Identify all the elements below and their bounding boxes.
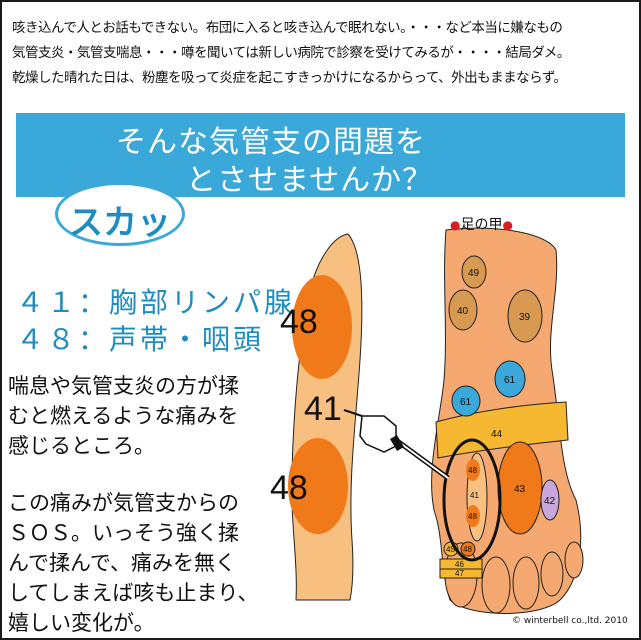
inner-label-48-bottom: 48 bbox=[270, 469, 308, 507]
label-61-right: 61 bbox=[504, 375, 516, 386]
toe-3 bbox=[512, 556, 540, 610]
intro-line-2: 気管支炎・気管支喘息・・・噂を聞いては新しい病院で診察を受けてみるが・・・・結局… bbox=[12, 45, 570, 61]
zone-48-a bbox=[466, 459, 480, 481]
zone-61-left bbox=[451, 385, 481, 417]
legend-item-41: ４１：胸部リンパ腺 bbox=[16, 286, 296, 319]
label-41: 41 bbox=[470, 491, 479, 500]
headline-line-1: そんな気管支の問題を bbox=[116, 125, 426, 160]
label-44: 44 bbox=[491, 429, 503, 440]
label-61-left: 61 bbox=[460, 397, 472, 408]
headline-line-2: とさせませんか？ bbox=[186, 163, 434, 198]
desc-line: この痛みが気管支からの bbox=[8, 491, 239, 515]
toe-2 bbox=[481, 556, 511, 614]
zone-48-c bbox=[460, 541, 476, 557]
label-42: 42 bbox=[544, 496, 556, 507]
desc-line: 嬉しい変化が。 bbox=[8, 611, 155, 635]
toe-5 bbox=[564, 541, 584, 579]
headline-banner: そんな気管支の問題を とさせませんか？ bbox=[16, 113, 625, 198]
red-dot-icon: ● bbox=[450, 218, 461, 232]
desc-line: 感じるところ。 bbox=[8, 434, 155, 458]
zone-49 bbox=[461, 255, 487, 289]
badge-text: スカッ bbox=[69, 203, 171, 243]
label-47: 47 bbox=[455, 569, 464, 578]
label-49: 49 bbox=[468, 268, 480, 279]
pointing-hand-icon bbox=[343, 409, 450, 481]
inner-zone-48-bottom bbox=[288, 438, 348, 534]
zone-40 bbox=[448, 289, 478, 331]
label-48-c: 48 bbox=[463, 545, 472, 554]
description-paragraph-1: 喘息や気管支炎の方が揉 むと燃えるような痛みを 感じるところ。 bbox=[8, 371, 298, 461]
sukatto-badge: スカッ bbox=[55, 182, 185, 246]
label-39: 39 bbox=[519, 312, 531, 323]
label-48-a: 48 bbox=[468, 466, 477, 475]
intro-text: 咳き込んで人とお話もできない。布団に入ると咳き込んで眠れない。・・・など本当に嫌… bbox=[12, 16, 632, 91]
label-48-b: 48 bbox=[468, 512, 477, 521]
intro-line-3: 乾燥した晴れた日は、粉塵を吸って炎症を起こすきっかけになるからって、外出もままな… bbox=[12, 70, 567, 86]
foot-top-label-text: 足の甲 bbox=[460, 217, 503, 233]
desc-line: んで揉んで、痛みを無く bbox=[8, 551, 237, 575]
zone-61-right bbox=[494, 360, 526, 398]
intro-line-1: 咳き込んで人とお話もできない。布団に入ると咳き込んで眠れない。・・・など本当に嫌… bbox=[12, 20, 563, 36]
inner-zone-48-top bbox=[292, 275, 352, 379]
zone-48-b bbox=[466, 505, 480, 527]
red-dot-icon: ● bbox=[502, 218, 513, 232]
toe-4 bbox=[540, 551, 564, 597]
zone-47-band bbox=[439, 568, 483, 579]
copyright: © winterbell co.,ltd. 2010 bbox=[512, 616, 628, 626]
foot-top-label: ●足の甲● bbox=[450, 214, 513, 234]
inner-label-48-top: 48 bbox=[280, 303, 318, 341]
desc-line: むと燃えるような痛みを bbox=[8, 404, 239, 428]
label-45: 45 bbox=[446, 545, 455, 554]
label-40: 40 bbox=[457, 306, 469, 317]
label-43: 43 bbox=[514, 484, 526, 495]
inner-label-41: 41 bbox=[304, 390, 342, 428]
label-46: 46 bbox=[455, 560, 464, 569]
zone-39 bbox=[507, 289, 543, 343]
desc-line: 喘息や気管支炎の方が揉 bbox=[8, 374, 239, 398]
zone-42 bbox=[540, 479, 560, 521]
legend-item-48: ４８：声帯・咽頭 bbox=[16, 323, 265, 356]
desc-line: ＳＯＳ。いっそう強く揉 bbox=[8, 521, 239, 545]
desc-line: してしまえば咳も止まり、 bbox=[8, 581, 259, 605]
highlight-circle bbox=[442, 438, 502, 562]
description-paragraph-2: この痛みが気管支からの ＳＯＳ。いっそう強く揉 んで揉んで、痛みを無く してしま… bbox=[8, 488, 298, 638]
